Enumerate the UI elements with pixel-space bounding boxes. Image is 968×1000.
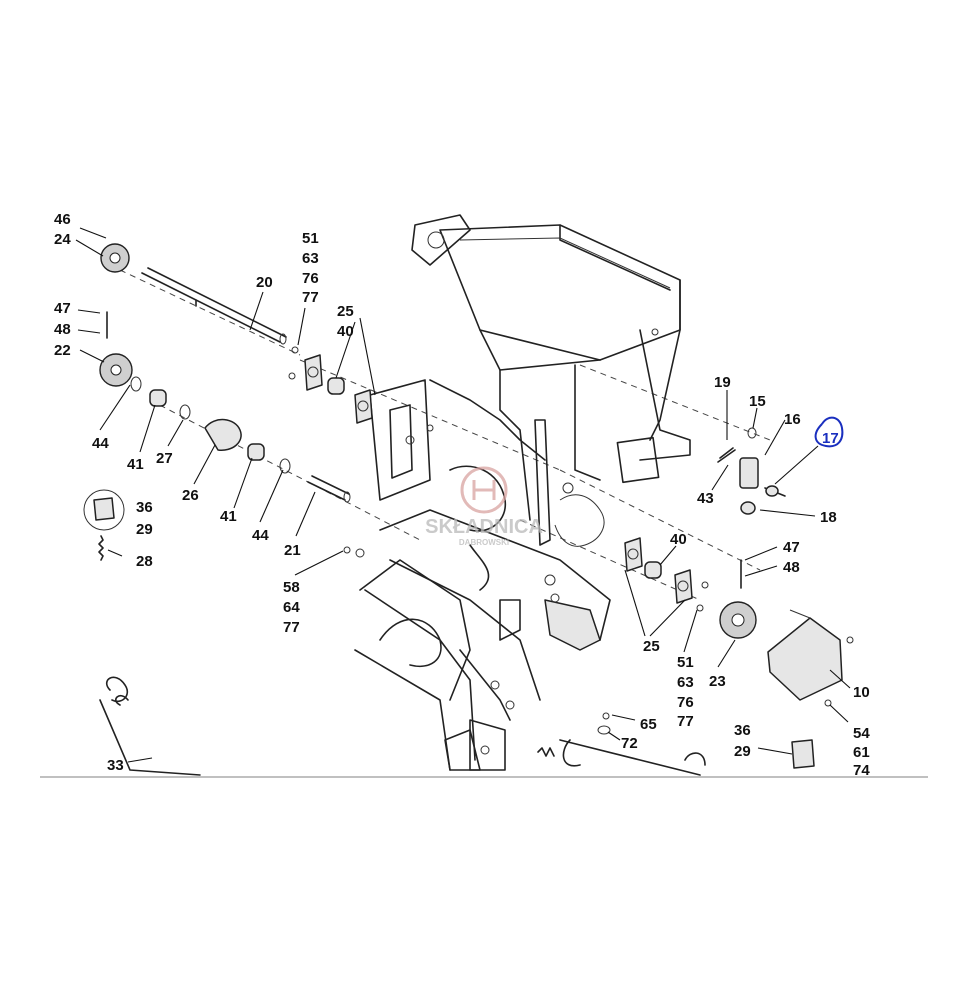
label-64: 64 — [283, 599, 300, 616]
label-29: 29 — [136, 521, 153, 538]
label-76: 76 — [302, 270, 319, 287]
label-48: 48 — [783, 559, 800, 576]
small-parts — [98, 311, 786, 757]
watermark-logo: SKŁADNICA DĄBROWSKI — [425, 466, 543, 547]
label-23: 23 — [709, 673, 726, 690]
label-16: 16 — [784, 411, 801, 428]
label-61: 61 — [853, 744, 870, 761]
label-76: 76 — [677, 694, 694, 711]
label-54: 54 — [853, 725, 870, 742]
chain-cover — [767, 609, 854, 707]
main-housing — [411, 214, 691, 547]
label-51: 51 — [302, 230, 319, 247]
assembly-axes — [119, 269, 771, 601]
label-65: 65 — [640, 716, 657, 733]
label-28: 28 — [136, 553, 153, 570]
sprockets — [99, 243, 757, 639]
label-27: 27 — [156, 450, 173, 467]
label-44: 44 — [252, 527, 269, 544]
label-77: 77 — [283, 619, 300, 636]
label-20: 20 — [256, 274, 273, 291]
label-15: 15 — [749, 393, 766, 410]
label-47: 47 — [54, 300, 71, 317]
chain-links — [83, 489, 815, 769]
label-24: 24 — [54, 231, 71, 248]
label-74: 74 — [853, 762, 870, 779]
label-72: 72 — [621, 735, 638, 752]
label-44: 44 — [92, 435, 109, 452]
label-40: 40 — [670, 531, 687, 548]
label-18: 18 — [820, 509, 837, 526]
label-41: 41 — [220, 508, 237, 525]
label-48: 48 — [54, 321, 71, 338]
label-22: 22 — [54, 342, 71, 359]
highlight-circle — [814, 416, 844, 448]
shafts — [141, 267, 351, 503]
label-21: 21 — [284, 542, 301, 559]
watermark-sub: DĄBROWSKI — [459, 538, 509, 547]
label-77: 77 — [302, 289, 319, 306]
label-40: 40 — [337, 323, 354, 340]
label-36: 36 — [136, 499, 153, 516]
label-77: 77 — [677, 713, 694, 730]
label-36: 36 — [734, 722, 751, 739]
label-10: 10 — [853, 684, 870, 701]
label-29: 29 — [734, 743, 751, 760]
label-63: 63 — [677, 674, 694, 691]
label-41: 41 — [127, 456, 144, 473]
watermark-brand: SKŁADNICA — [425, 516, 543, 538]
label-58: 58 — [283, 579, 300, 596]
bottom-links — [99, 676, 706, 776]
leader-lines — [75, 227, 851, 763]
label-25: 25 — [643, 638, 660, 655]
label-25: 25 — [337, 303, 354, 320]
label-26: 26 — [182, 487, 199, 504]
label-47: 47 — [783, 539, 800, 556]
central-frame — [354, 379, 611, 771]
part-labels: 46 24 20 51 63 76 77 25 40 47 48 22 44 4… — [54, 211, 870, 779]
label-33: 33 — [107, 757, 124, 774]
label-43: 43 — [697, 490, 714, 507]
label-51: 51 — [677, 654, 694, 671]
label-19: 19 — [714, 374, 731, 391]
crop-mask — [40, 776, 928, 1000]
label-46: 46 — [54, 211, 71, 228]
label-17: 17 — [822, 430, 839, 447]
label-63: 63 — [302, 250, 319, 267]
